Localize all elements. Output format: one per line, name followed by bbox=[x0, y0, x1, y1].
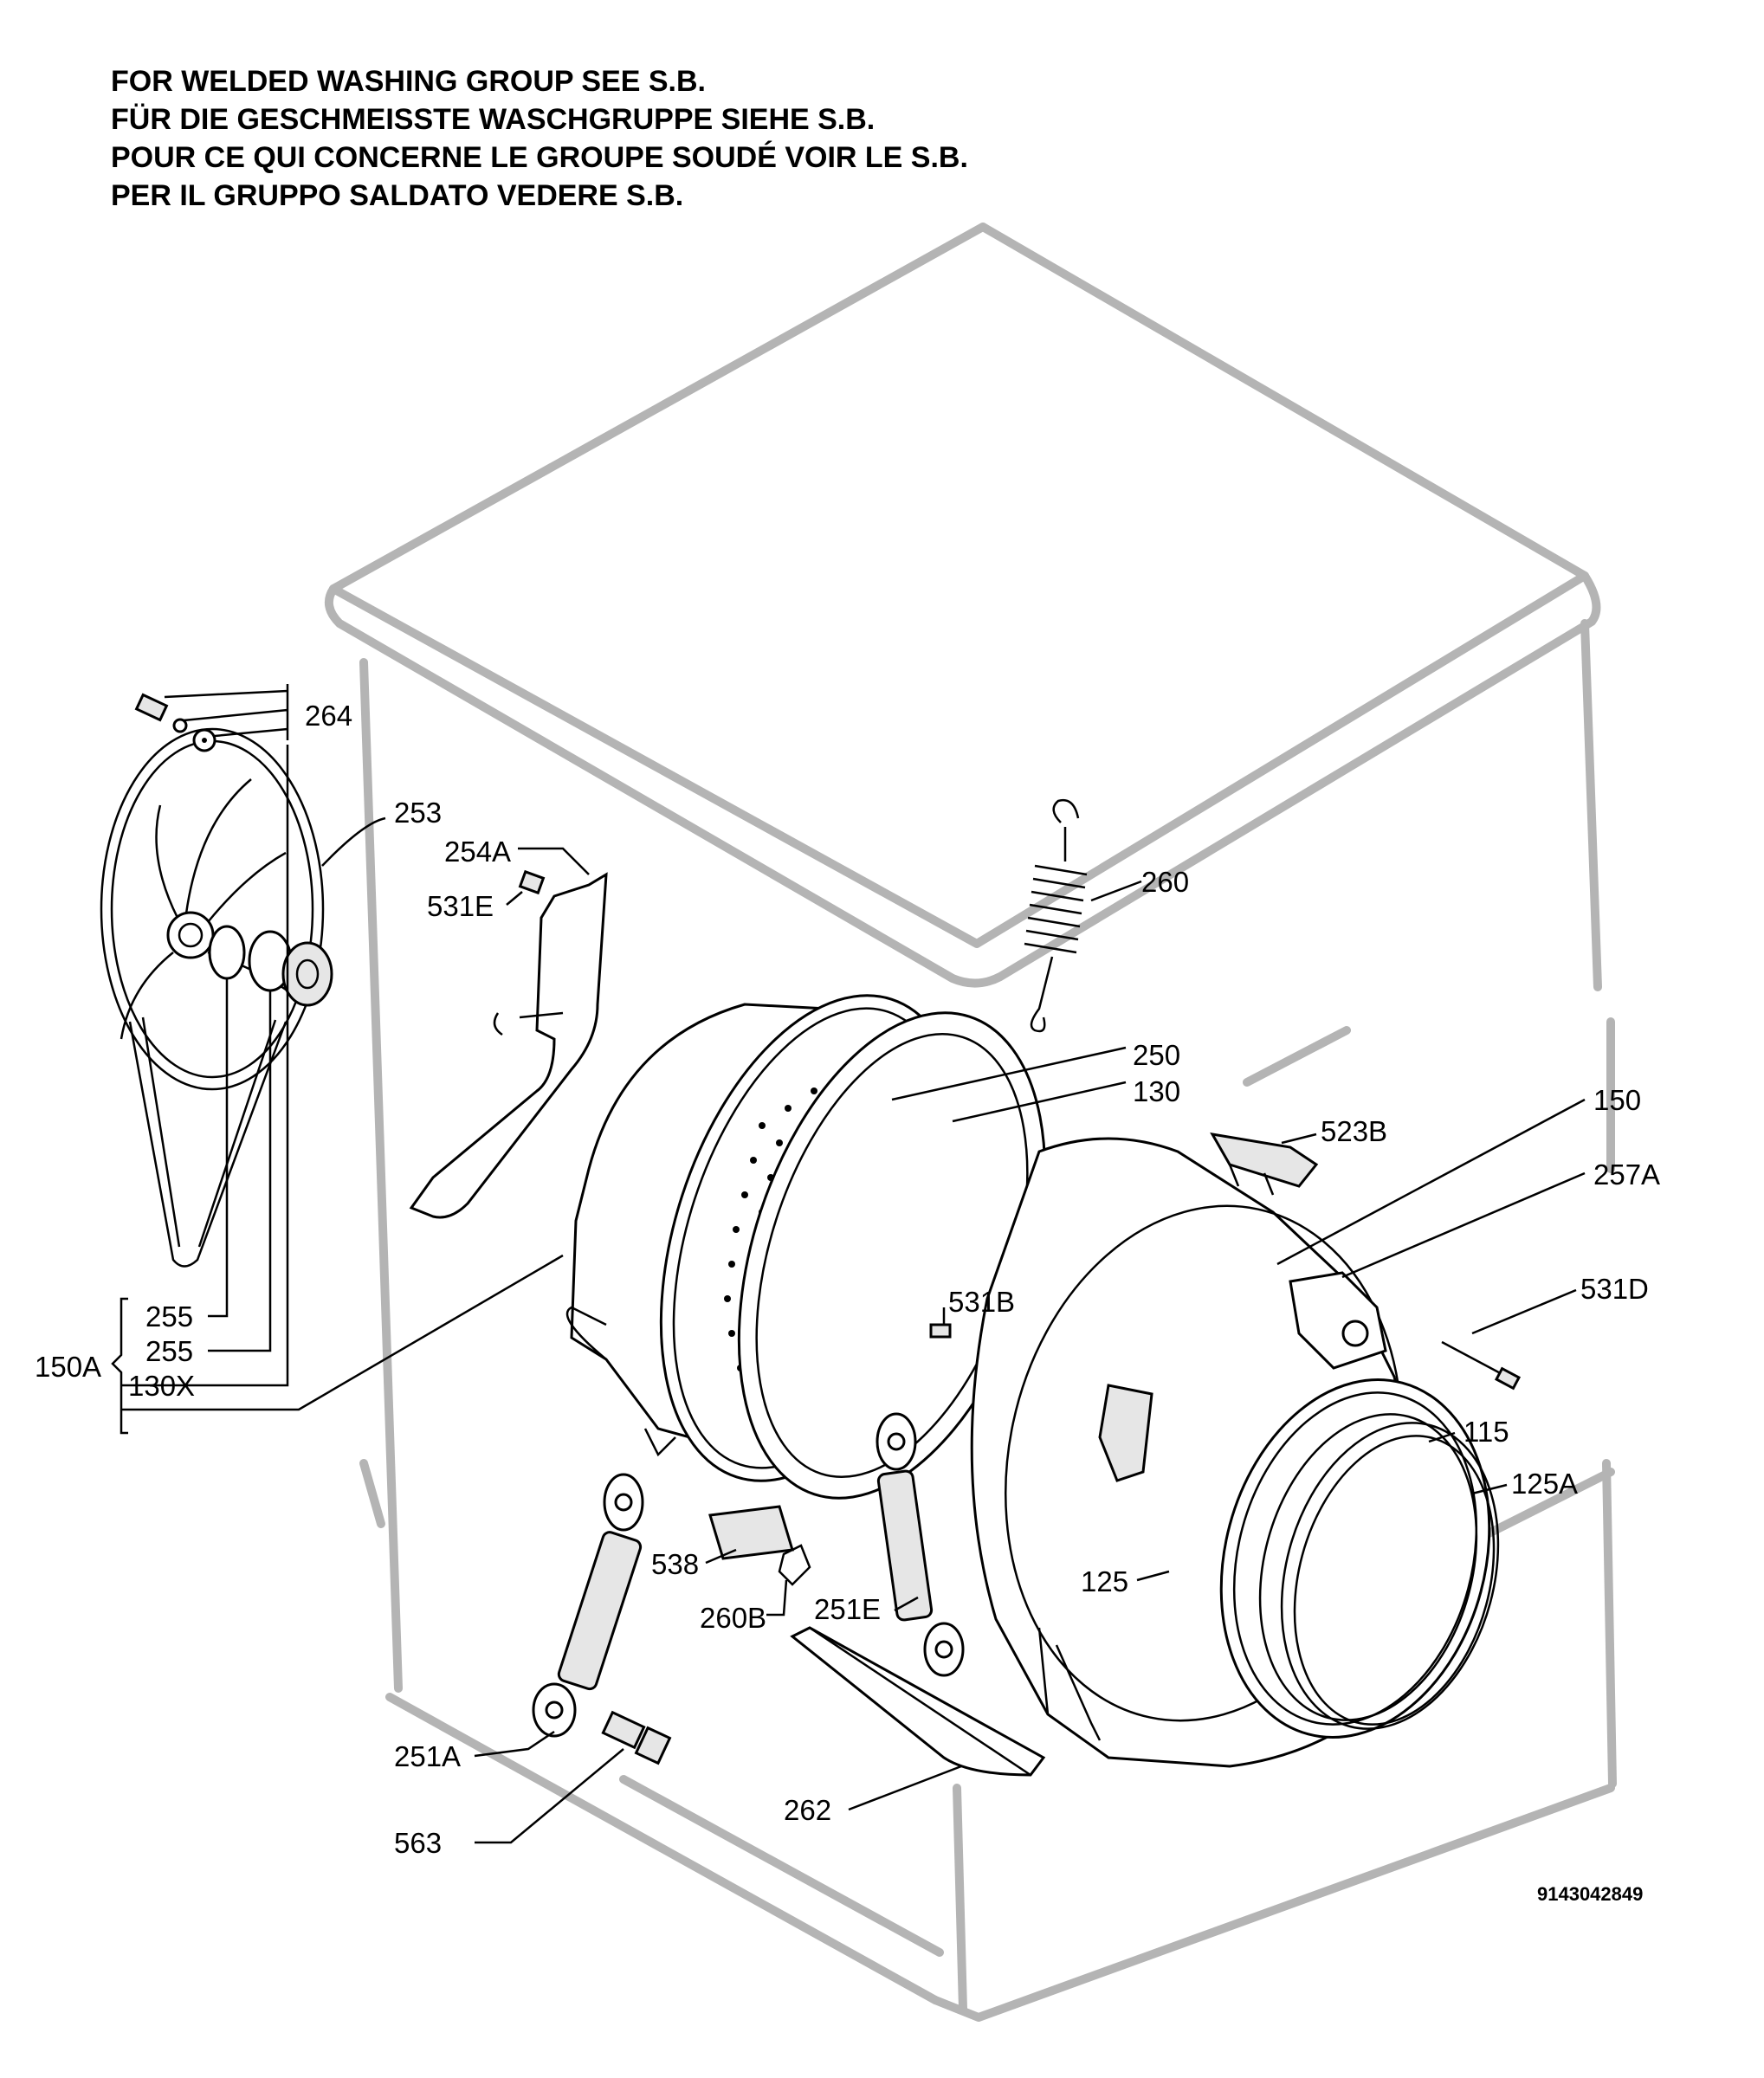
note-german: FÜR DIE GESCHMEISSTE WASCHGRUPPE SIEHE S… bbox=[111, 103, 876, 136]
long-bolt bbox=[1441, 1340, 1522, 1391]
label-531B: 531B bbox=[948, 1286, 1015, 1318]
label-125A: 125A bbox=[1511, 1468, 1578, 1500]
leader-255-b bbox=[208, 991, 272, 1352]
spring bbox=[1024, 798, 1088, 1033]
label-251E: 251E bbox=[814, 1593, 881, 1625]
shock-absorber-right bbox=[876, 1412, 965, 1677]
label-264: 264 bbox=[305, 700, 352, 732]
label-115: 115 bbox=[1464, 1416, 1509, 1448]
leader-115 bbox=[1428, 1431, 1456, 1443]
leader-257A bbox=[1341, 1171, 1586, 1279]
clamp-ring bbox=[1280, 1422, 1500, 1730]
shock-absorber-left bbox=[532, 1473, 644, 1738]
leader-563 bbox=[475, 1748, 624, 1844]
label-251A: 251A bbox=[394, 1740, 461, 1772]
leader-254A bbox=[518, 847, 590, 875]
label-250: 250 bbox=[1133, 1039, 1180, 1071]
bracket-150A bbox=[111, 1297, 128, 1435]
motor-bracket bbox=[409, 869, 608, 1219]
label-150: 150 bbox=[1593, 1084, 1641, 1116]
header-notes: FOR WELDED WASHING GROUP SEE S.B. FÜR DI… bbox=[111, 62, 1410, 215]
note-english: FOR WELDED WASHING GROUP SEE S.B. bbox=[111, 65, 706, 98]
bolt-washer-set bbox=[134, 693, 216, 752]
clip-260B bbox=[778, 1544, 811, 1586]
label-125: 125 bbox=[1081, 1565, 1128, 1597]
screw-531B bbox=[929, 1323, 952, 1339]
label-130: 130 bbox=[1133, 1075, 1180, 1107]
label-130X: 130X bbox=[128, 1370, 195, 1402]
leader-253 bbox=[321, 816, 386, 867]
label-255-top: 255 bbox=[145, 1300, 193, 1333]
leader-130 bbox=[952, 1081, 1127, 1123]
door-seal bbox=[1219, 1378, 1491, 1739]
cable-clip bbox=[1210, 1133, 1319, 1196]
leader-523B bbox=[1281, 1133, 1317, 1145]
leader-264 bbox=[164, 684, 289, 740]
leader-150A bbox=[121, 1254, 564, 1411]
leader-531D bbox=[1471, 1288, 1577, 1335]
leader-531E bbox=[506, 891, 523, 906]
label-523B: 523B bbox=[1321, 1115, 1387, 1147]
label-257A: 257A bbox=[1593, 1158, 1660, 1191]
leader-260B bbox=[766, 1579, 788, 1617]
label-563: 563 bbox=[394, 1827, 442, 1859]
label-253: 253 bbox=[394, 797, 442, 829]
note-italian: PER IL GRUPPO SALDATO VEDERE S.B. bbox=[111, 179, 684, 212]
leader-125A bbox=[1471, 1483, 1508, 1495]
label-538: 538 bbox=[651, 1548, 699, 1580]
leader-262 bbox=[848, 1765, 962, 1811]
label-150A: 150A bbox=[35, 1351, 101, 1383]
label-260B: 260B bbox=[700, 1602, 766, 1634]
leader-538 bbox=[705, 1548, 737, 1565]
leader-150 bbox=[1276, 1098, 1586, 1266]
drawing-code: 9143042849 bbox=[1537, 1883, 1643, 1905]
label-262: 262 bbox=[784, 1794, 831, 1826]
label-254A: 254A bbox=[444, 836, 511, 868]
label-531E: 531E bbox=[427, 890, 494, 922]
leader-251A bbox=[474, 1730, 555, 1758]
label-531D: 531D bbox=[1580, 1273, 1649, 1305]
leader-255-a bbox=[208, 978, 229, 1318]
note-french: POUR CE QUI CONCERNE LE GROUPE SOUDÉ VOI… bbox=[111, 141, 968, 174]
counterweight-top bbox=[1289, 1271, 1387, 1370]
leader-251E bbox=[894, 1596, 919, 1612]
leader-130X-set bbox=[121, 745, 289, 1387]
leader-125 bbox=[1136, 1570, 1170, 1582]
bolt-563 bbox=[601, 1710, 672, 1765]
label-255-bottom: 255 bbox=[145, 1335, 193, 1367]
rail-262 bbox=[790, 1626, 1046, 1777]
pulley-wheel bbox=[100, 727, 333, 1268]
pad-538 bbox=[708, 1505, 794, 1560]
label-260: 260 bbox=[1141, 866, 1189, 898]
leader-260 bbox=[1090, 880, 1142, 902]
leader-250 bbox=[891, 1046, 1127, 1101]
